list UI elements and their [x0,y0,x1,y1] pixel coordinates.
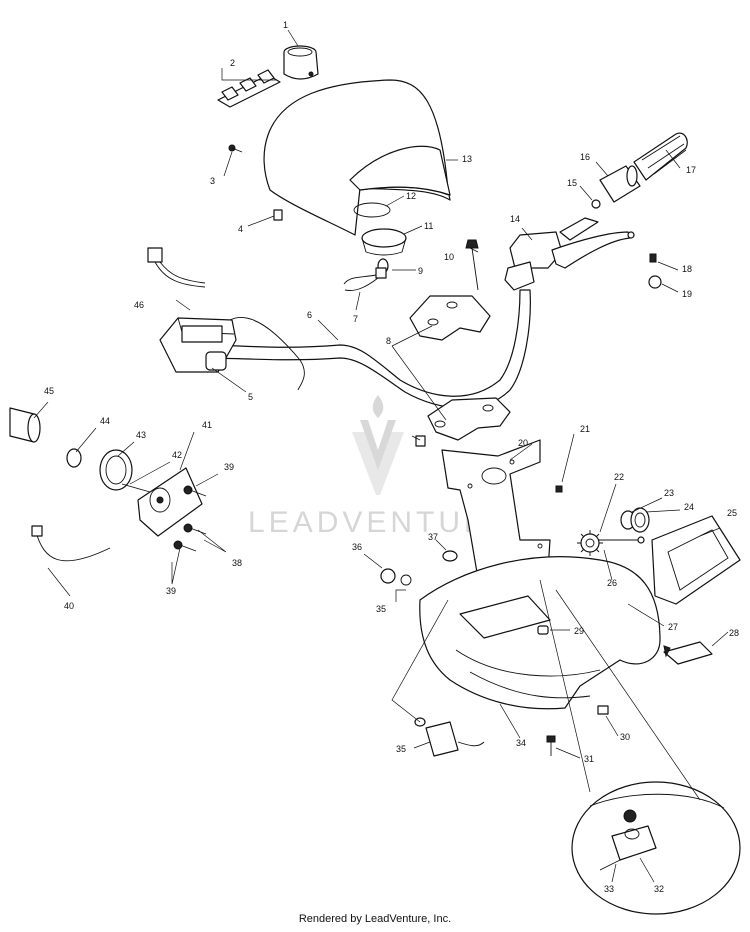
part-30-nut [597,705,609,715]
callout-15: 15 [567,178,577,188]
part-14-master-cylinder [504,217,635,291]
callout-44: 44 [100,416,110,426]
callout-31: 31 [584,754,594,764]
part-20-bracket [441,439,551,591]
callout-10: 10 [444,252,454,262]
part-39-bolt [173,485,193,550]
callout-5: 5 [248,392,253,402]
callout-26: 26 [607,578,617,588]
callout-2: 2 [230,58,235,68]
watermark-logo [352,395,404,495]
callout-22: 22 [614,472,624,482]
part-1-gauge [283,45,319,80]
part-15-screw [591,199,601,209]
part-17-grip [633,132,688,181]
part-38-screw [179,489,207,552]
part-12-ring [353,202,391,218]
callout-16: 16 [580,152,590,162]
part-3-screw [228,144,243,153]
part-6-handlebar [199,289,531,409]
callout-8: 8 [386,336,391,346]
callout-41: 41 [202,420,212,430]
part-29-grommet [537,625,549,635]
callout-17: 17 [686,165,696,175]
callout-45: 45 [44,386,54,396]
part-43-ring [99,449,133,491]
part-35-switch-assembly [414,717,485,757]
callout-24: 24 [684,502,694,512]
part-11-bezel [361,228,407,256]
callout-39b: 39 [166,586,176,596]
footer-credit: Rendered by LeadVenture, Inc. [298,913,452,925]
part-44-fitting [66,448,82,468]
part-46-connector [147,247,206,288]
callout-35: 35 [376,604,386,614]
callout-19: 19 [682,289,692,299]
part-2-switch-strip [217,69,281,108]
part-4-clip [273,209,283,221]
callout-43: 43 [136,430,146,440]
callout-36: 36 [352,542,362,552]
callout-35b: 35 [396,744,406,754]
part-5-switch-housing [159,316,305,391]
part-18-screw [649,253,657,263]
callout-labels: 1 2 3 4 5 6 7 8 9 10 11 12 13 14 15 16 1… [44,20,739,894]
callout-18: 18 [682,264,692,274]
part-8-upper-clamp [409,295,491,341]
part-25-headlight [651,515,741,605]
callout-23: 23 [664,488,674,498]
part-37-washer [442,550,458,562]
part-19-cap [648,275,662,289]
part-24-ring [630,507,650,533]
callout-21: 21 [580,424,590,434]
callout-37: 37 [428,532,438,542]
callout-32: 32 [654,884,664,894]
callout-20: 20 [518,438,528,448]
callout-9: 9 [418,266,423,276]
callout-12: 12 [406,191,416,201]
part-40-cable [31,525,111,562]
part-28-lever [663,641,713,665]
part-13-hood [263,79,451,236]
callout-1: 1 [283,20,288,30]
part-26-shaft [598,536,645,544]
part-7-wire [343,274,379,291]
part-16-throttle-housing [599,165,641,203]
part-8-lower-clamp [427,397,511,441]
callout-leaders [33,29,729,883]
part-22-gear [577,530,603,556]
callout-29: 29 [574,626,584,636]
part-42-pin [121,483,151,493]
callout-6: 6 [307,310,312,320]
part-41-housing [137,467,203,537]
callout-38: 38 [232,558,242,568]
callout-11: 11 [424,221,433,231]
callout-42: 42 [172,450,182,460]
callout-13: 13 [462,154,472,164]
callout-7: 7 [353,314,358,324]
part-10-bolt [465,239,479,291]
callout-25: 25 [727,508,737,518]
callout-33: 33 [604,884,614,894]
callout-3: 3 [210,176,215,186]
part-4-clip-lower [415,435,426,447]
callout-27: 27 [668,622,678,632]
callout-4: 4 [238,224,243,234]
callout-28: 28 [729,628,739,638]
part-36-switch [380,568,412,586]
callout-46: 46 [134,300,144,310]
part-9-bulb-socket [375,258,389,279]
detail-inset [571,781,741,915]
part-45-cylinder [9,407,41,443]
callout-30: 30 [620,732,630,742]
part-31-screw [546,735,556,756]
callout-40: 40 [64,601,74,611]
part-21-screw [555,485,563,493]
callout-14: 14 [510,214,520,224]
callout-34: 34 [516,738,526,748]
callout-39: 39 [224,462,234,472]
